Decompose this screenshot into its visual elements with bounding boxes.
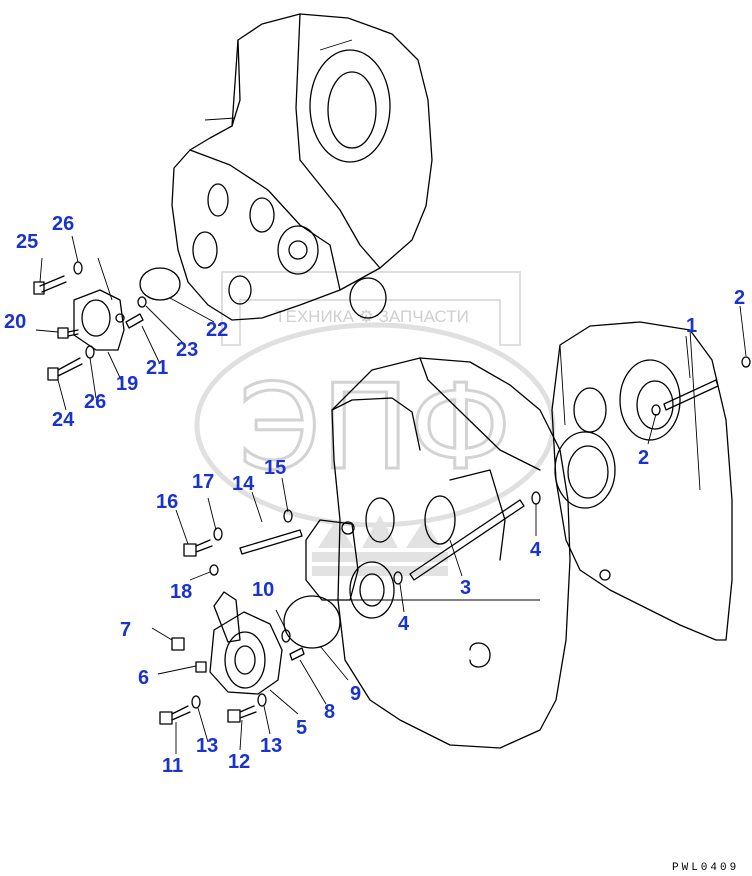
callout-20: 20	[4, 311, 26, 333]
watermark-caption: ТЕХНИКА ⚙ ЗАПЧАСТИ	[275, 307, 469, 326]
long-bolts	[239, 379, 719, 581]
callout-13: 13	[196, 735, 218, 757]
callout-2: 2	[734, 287, 745, 309]
callout-2: 2	[638, 447, 649, 469]
callout-26: 26	[84, 391, 106, 413]
callout-22: 22	[206, 319, 228, 341]
callout-18: 18	[170, 581, 192, 603]
callout-16: 16	[156, 491, 178, 513]
upper-case-housing	[171, 13, 433, 321]
watermark: ТЕХНИКА ⚙ ЗАПЧАСТИ ЭПФ	[194, 271, 556, 576]
callout-7: 7	[120, 619, 131, 641]
callout-26: 26	[52, 213, 74, 235]
callout-15: 15	[264, 457, 286, 479]
callout-24: 24	[52, 409, 75, 431]
callout-8: 8	[324, 701, 335, 723]
callout-12: 12	[228, 751, 250, 773]
gasket-part-22	[139, 267, 181, 301]
callout-6: 6	[138, 667, 149, 689]
valve-assembly-5	[209, 591, 283, 695]
callout-3: 3	[460, 577, 471, 599]
callout-5: 5	[296, 717, 307, 739]
watermark-frame	[221, 271, 521, 346]
oil-pump-cover-19	[73, 289, 125, 351]
callout-21: 21	[146, 357, 168, 379]
callout-11: 11	[162, 755, 183, 777]
callout-1: 1	[686, 315, 697, 337]
callout-9: 9	[350, 683, 361, 705]
callout-4: 4	[398, 613, 410, 635]
callout-10: 10	[252, 579, 274, 601]
leader-lines	[35, 235, 747, 754]
drawing-code: PWL0409	[672, 862, 739, 874]
callout-labels: 1 2 2 3 4 4 5 6 7 8 9 10 11 12 13 13 14 …	[4, 213, 745, 777]
watermark-letters: ЭПФ	[239, 358, 512, 496]
cover-plate-14	[305, 519, 359, 601]
callout-4: 4	[530, 539, 542, 561]
callout-25: 25	[16, 231, 38, 253]
callout-14: 14	[232, 473, 255, 495]
callout-23: 23	[176, 339, 198, 361]
callout-13: 13	[260, 735, 282, 757]
callout-19: 19	[116, 373, 138, 395]
gasket-part-9	[283, 595, 341, 649]
callout-17: 17	[192, 471, 214, 493]
right-side-cover	[551, 321, 733, 641]
watermark-emblem	[312, 515, 448, 576]
main-transmission-case	[331, 357, 571, 749]
